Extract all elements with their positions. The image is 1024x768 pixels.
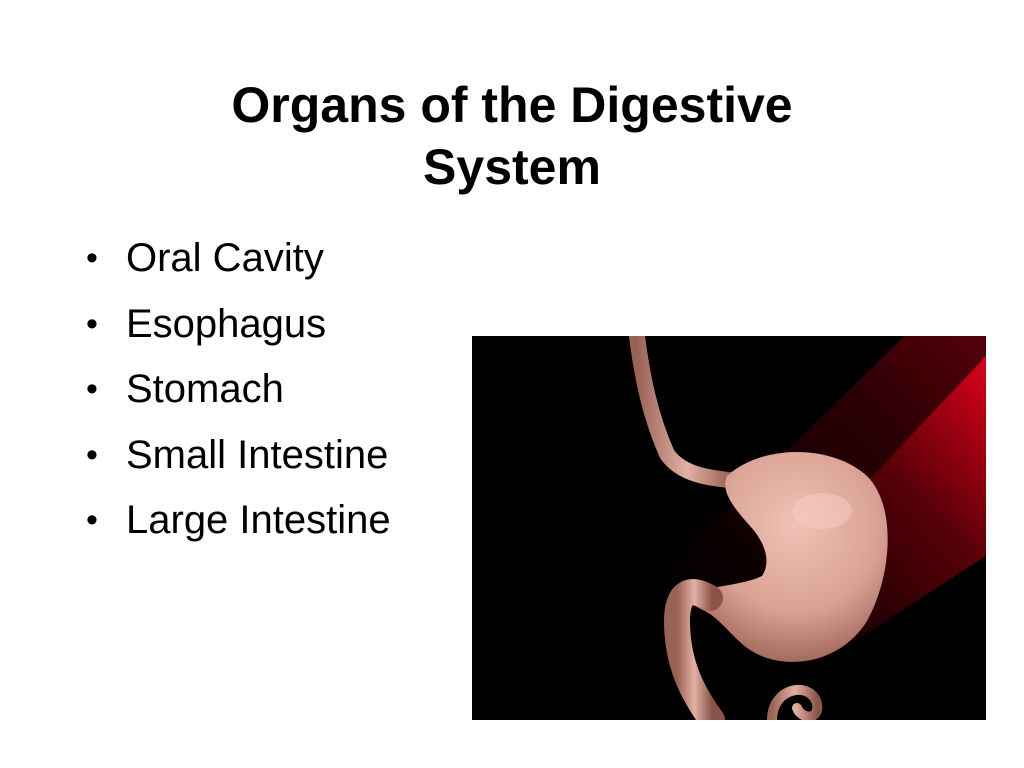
stomach-illustration-svg — [472, 336, 986, 720]
stomach-highlight — [792, 493, 852, 529]
bullet-item-esophagus: • Esophagus — [86, 292, 391, 358]
bullet-item-oral-cavity: • Oral Cavity — [86, 226, 391, 292]
bullet-text: Esophagus — [126, 301, 327, 346]
bullet-dot: • — [86, 304, 98, 343]
esophagus-shape — [629, 336, 745, 489]
stomach-shape — [682, 452, 888, 662]
slide-title-line-1: Organs of the Digestive — [231, 77, 793, 133]
bullet-text: Oral Cavity — [126, 236, 324, 280]
slide-title: Organs of the Digestive System — [112, 74, 912, 198]
bullet-dot: • — [86, 239, 98, 277]
bullet-item-stomach: • Stomach — [86, 357, 391, 423]
duodenum-shape — [663, 579, 725, 720]
bullet-text: Stomach — [126, 367, 284, 411]
bullet-dot: • — [86, 370, 98, 408]
slide-title-line-2: System — [423, 139, 601, 195]
bullet-item-large-intestine: • Large Intestine — [86, 488, 391, 554]
bullet-list: • Oral Cavity • Esophagus • Stomach • Sm… — [86, 226, 391, 554]
bullet-dot: • — [86, 435, 98, 474]
bullet-item-small-intestine: • Small Intestine — [86, 423, 391, 489]
stomach-illustration — [472, 336, 986, 720]
bullet-text: Small Intestine — [126, 432, 389, 477]
red-glow-soft — [512, 336, 986, 720]
bullet-dot: • — [86, 501, 98, 539]
intestine-loop-shape — [767, 684, 823, 720]
bullet-text: Large Intestine — [126, 498, 391, 542]
